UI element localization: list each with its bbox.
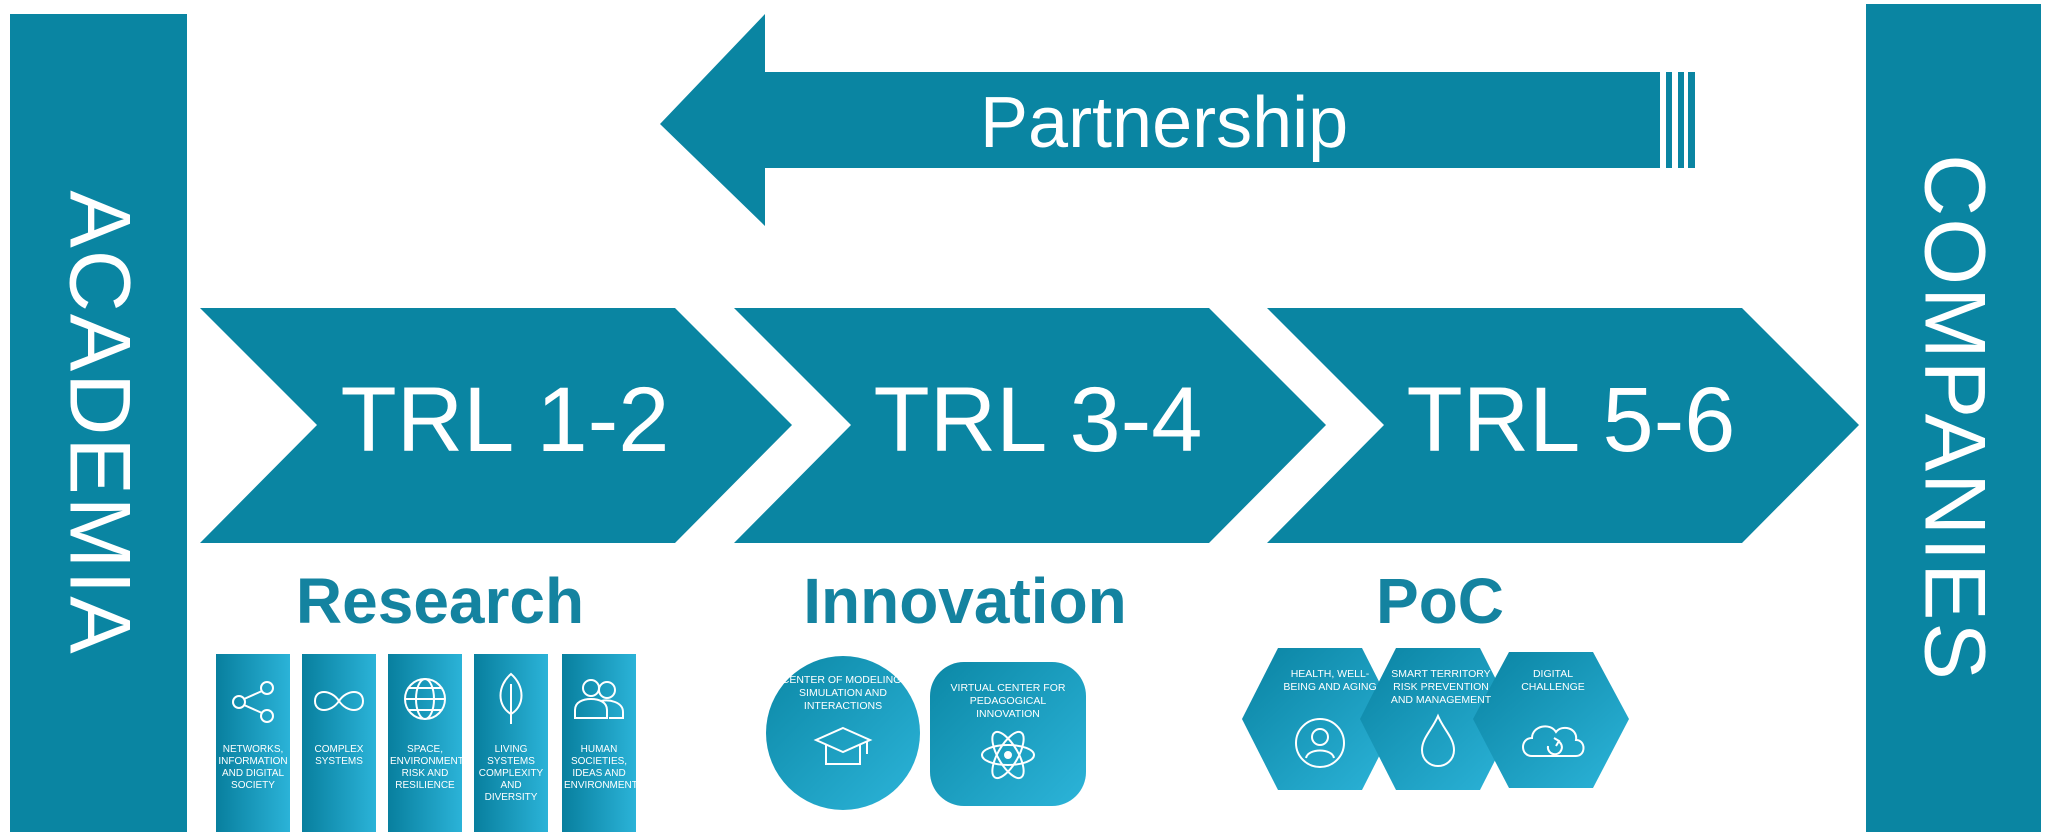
globe-icon — [404, 678, 446, 720]
stage-label-trl-1-2: TRL 1-2 — [340, 369, 670, 471]
research-heading: Research — [295, 565, 585, 637]
graduation-cap-icon — [813, 726, 873, 765]
innovation-item-modeling-center: CENTER OF MODELING, SIMULATION AND INTER… — [766, 656, 920, 810]
trl-chevrons — [200, 308, 1859, 543]
cloud-refresh-icon — [1522, 725, 1585, 757]
stage-label-trl-3-4: TRL 3-4 — [873, 369, 1203, 471]
partnership-label: Partnership — [980, 83, 1349, 163]
poc-item-label-health: HEALTH, WELL-BEING AND AGING — [1283, 668, 1377, 693]
academia-bar: ACADEMIA — [10, 14, 187, 832]
research-card-complex-systems: COMPLEX SYSTEMS — [302, 654, 376, 832]
research-card-networks: NETWORKS, INFORMATION AND DIGITAL SOCIET… — [216, 654, 290, 832]
person-icon — [1295, 718, 1345, 768]
innovation-heading: Innovation — [803, 565, 1127, 637]
people-icon — [574, 679, 624, 719]
research-card-label: NETWORKS, INFORMATION AND DIGITAL SOCIET… — [218, 744, 288, 791]
research-card-label: HUMAN SOCIETIES, IDEAS AND ENVIRONMENTS — [564, 744, 645, 791]
hexagon-smart-territory — [1360, 648, 1516, 790]
hexagon-digital-challenge — [1473, 652, 1629, 788]
partnership-arrow — [660, 14, 1695, 226]
research-card-human-societies: HUMAN SOCIETIES, IDEAS AND ENVIRONMENTS — [562, 654, 645, 832]
poc-heading: PoC — [1376, 565, 1504, 637]
companies-bar: COMPANIES — [1866, 4, 2041, 832]
poc-item-label-smart-territory: SMART TERRITORY RISK PREVENTION AND MANA… — [1390, 668, 1492, 706]
poc-item-label-digital-challenge: DIGITAL CHALLENGE — [1521, 668, 1585, 693]
infinity-icon — [313, 691, 365, 711]
network-share-icon — [232, 681, 274, 723]
stage-label-trl-5-6: TRL 5-6 — [1406, 369, 1736, 471]
innovation-item-label: CENTER OF MODELING, SIMULATION AND INTER… — [781, 674, 905, 712]
chevron-trl-5-6 — [1267, 308, 1859, 543]
drop-icon — [1420, 713, 1456, 768]
innovation-item-label: VIRTUAL CENTER FOR PEDAGOGICAL INNOVATIO… — [950, 682, 1066, 720]
research-card-living-systems: LIVING SYSTEMS COMPLEXITY AND DIVERSITY — [474, 654, 548, 832]
leaf-icon — [499, 672, 523, 724]
poc-hexagons — [1242, 648, 1629, 790]
chevron-trl-3-4 — [734, 308, 1326, 543]
research-card-label: SPACE, ENVIRONMENT, RISK AND RESILIENCE — [390, 744, 466, 791]
innovation-item-pedagogical-center: VIRTUAL CENTER FOR PEDAGOGICAL INNOVATIO… — [930, 662, 1086, 806]
research-card-space-environment: SPACE, ENVIRONMENT, RISK AND RESILIENCE — [388, 654, 466, 832]
chevron-trl-1-2 — [200, 308, 792, 543]
atom-icon — [981, 730, 1035, 780]
research-card-label: LIVING SYSTEMS COMPLEXITY AND DIVERSITY — [478, 744, 544, 803]
research-card-label: COMPLEX SYSTEMS — [314, 744, 364, 767]
